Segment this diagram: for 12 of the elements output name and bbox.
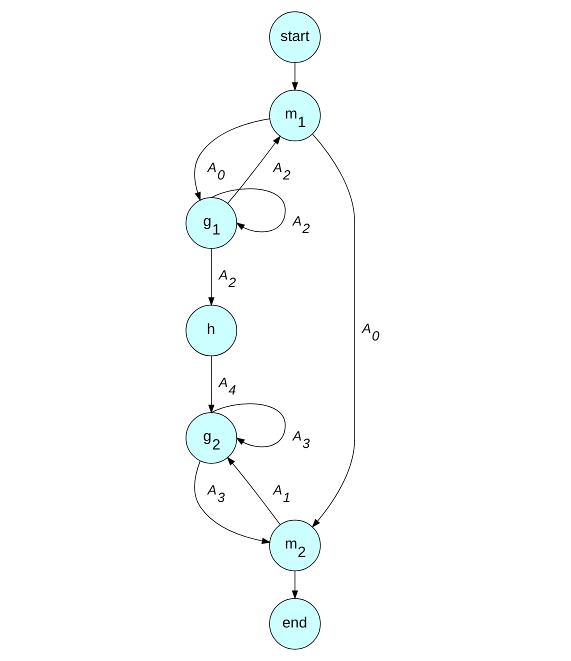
arrow — [194, 118, 270, 202]
arrow — [311, 134, 355, 528]
arrow — [208, 248, 214, 306]
arrow — [226, 456, 280, 525]
arrow — [291, 570, 298, 600]
node-circle: start — [268, 11, 320, 63]
arrow — [208, 356, 214, 414]
node-circle: h — [185, 304, 237, 356]
node-circle: end — [268, 598, 320, 650]
arrow — [194, 460, 270, 544]
arrow — [291, 62, 298, 92]
arrow — [226, 136, 280, 204]
